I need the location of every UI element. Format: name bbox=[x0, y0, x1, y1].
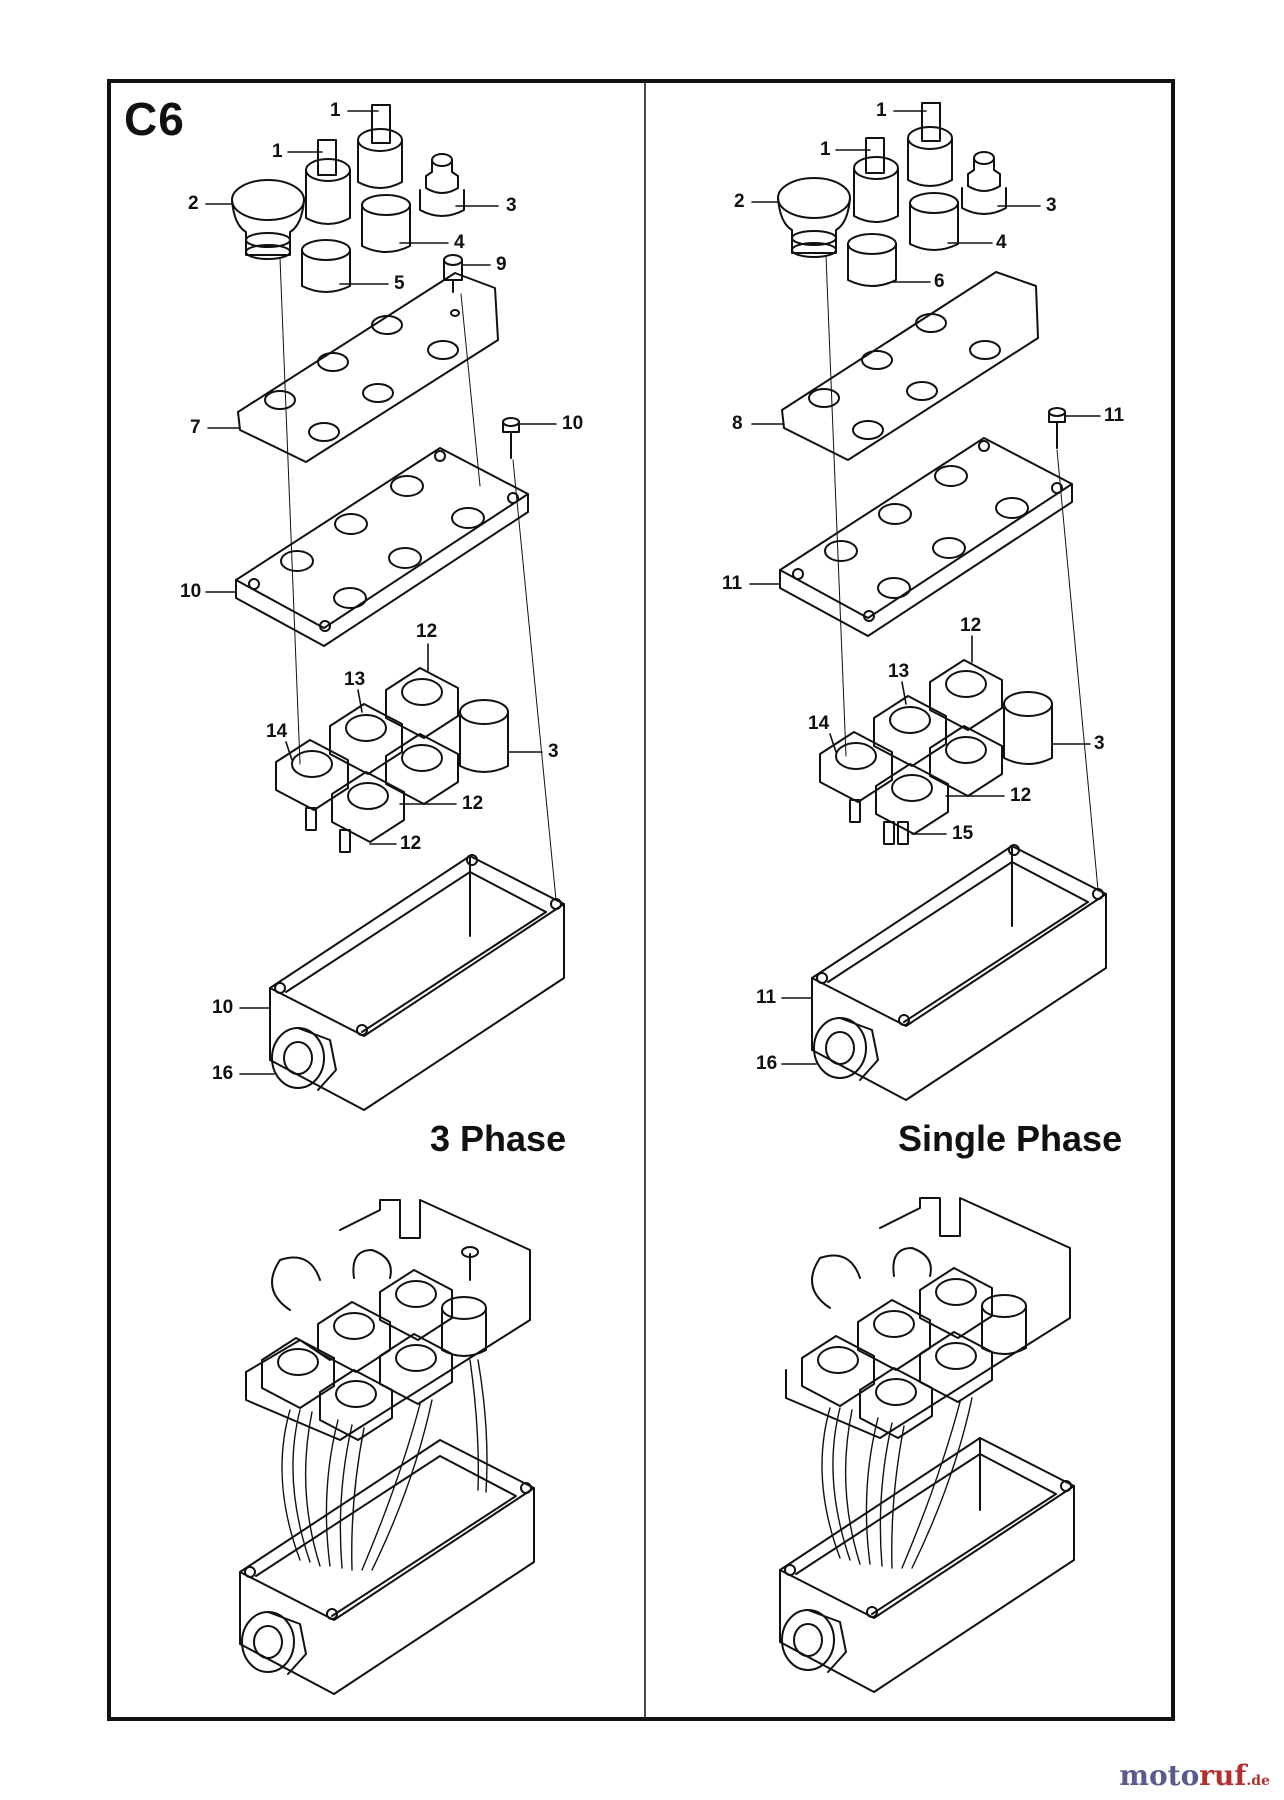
callout-number: 11 bbox=[756, 987, 777, 1008]
enclosure-box bbox=[269, 854, 565, 1111]
three-phase-exploded-view bbox=[231, 104, 565, 1695]
callout-number: 12 bbox=[400, 833, 422, 854]
callout-number: 10 bbox=[180, 581, 202, 602]
contact-block bbox=[275, 739, 349, 831]
contact-block bbox=[331, 771, 405, 853]
cable-gland bbox=[813, 1017, 879, 1081]
watermark-logo: motoruf.de bbox=[1119, 1759, 1270, 1792]
callout-number: 2 bbox=[734, 191, 745, 212]
callout-number: 13 bbox=[344, 669, 366, 690]
selector-switch bbox=[853, 137, 899, 223]
callout-number: 6 bbox=[934, 271, 945, 292]
indicator-lamp bbox=[443, 254, 463, 293]
callout-number: 14 bbox=[266, 721, 288, 742]
callout-number: 1 bbox=[330, 100, 341, 121]
watermark-accent: ruf bbox=[1199, 1759, 1247, 1792]
lamp-holder bbox=[1003, 691, 1053, 765]
selector-switch bbox=[907, 102, 953, 187]
label-plate bbox=[781, 271, 1039, 461]
callout-number: 15 bbox=[952, 823, 974, 844]
leader-lines bbox=[205, 110, 1101, 1075]
push-button bbox=[301, 239, 351, 293]
callout-number: 7 bbox=[190, 417, 201, 438]
enclosure-lid bbox=[235, 447, 529, 647]
callout-number: 16 bbox=[212, 1063, 234, 1084]
pilot-light bbox=[961, 151, 1007, 215]
single-phase-title: Single Phase bbox=[898, 1118, 1123, 1159]
callout-number: 8 bbox=[732, 413, 743, 434]
diagram-frame bbox=[107, 79, 1175, 1721]
callout-number: 13 bbox=[888, 661, 910, 682]
callout-number: 11 bbox=[722, 573, 743, 594]
page-code: C6 bbox=[124, 93, 185, 145]
callout-number: 1 bbox=[820, 139, 831, 160]
callout-number: 14 bbox=[808, 713, 830, 734]
label-plate bbox=[237, 272, 499, 463]
watermark-tld: .de bbox=[1246, 1773, 1270, 1789]
assembly-lines bbox=[825, 255, 1099, 891]
callout-number: 3 bbox=[1094, 733, 1105, 754]
contact-block bbox=[819, 731, 893, 823]
callout-number: 12 bbox=[462, 793, 484, 814]
callout-number: 1 bbox=[876, 100, 887, 121]
enclosure-box bbox=[811, 844, 1107, 1101]
callout-number: 12 bbox=[1010, 785, 1032, 806]
contact-block bbox=[875, 763, 949, 845]
three-phase-title: 3 Phase bbox=[430, 1118, 567, 1159]
single-phase-exploded-view bbox=[777, 102, 1107, 1693]
callout-number: 10 bbox=[212, 997, 234, 1018]
callout-number: 3 bbox=[506, 195, 517, 216]
callout-number: 1 bbox=[272, 141, 283, 162]
selector-switch bbox=[357, 104, 403, 189]
assembly-lines bbox=[279, 257, 557, 901]
callout-number: 4 bbox=[454, 232, 465, 253]
enclosure-lid bbox=[779, 437, 1073, 637]
watermark-name: moto bbox=[1119, 1759, 1200, 1792]
contact-block bbox=[329, 703, 403, 775]
cable-gland bbox=[271, 1027, 337, 1091]
callout-number: 2 bbox=[188, 193, 199, 214]
emergency-stop-button bbox=[777, 177, 851, 258]
callout-number: 9 bbox=[496, 254, 507, 275]
contact-block bbox=[929, 725, 1003, 797]
callout-number: 11 bbox=[1104, 405, 1125, 426]
screw bbox=[1048, 407, 1066, 449]
callout-number: 12 bbox=[960, 615, 982, 636]
callout-number: 12 bbox=[416, 621, 438, 642]
callout-number: 3 bbox=[1046, 195, 1057, 216]
contact-block bbox=[385, 667, 459, 739]
contact-block bbox=[873, 695, 947, 767]
screw bbox=[502, 417, 520, 459]
callout-number: 16 bbox=[756, 1053, 778, 1074]
three-phase-assembled-view bbox=[239, 1199, 535, 1695]
push-button bbox=[361, 194, 411, 253]
push-button bbox=[847, 233, 897, 287]
emergency-stop-button bbox=[231, 179, 305, 260]
contact-block bbox=[385, 733, 459, 805]
single-phase-assembled-view bbox=[779, 1197, 1075, 1693]
callout-number: 10 bbox=[562, 413, 584, 434]
contact-block bbox=[929, 659, 1003, 731]
callout-number: 5 bbox=[394, 273, 405, 294]
pilot-light bbox=[419, 153, 465, 217]
callout-number: 3 bbox=[548, 741, 559, 762]
push-button bbox=[909, 192, 959, 251]
lamp-holder bbox=[459, 699, 509, 773]
callout-number: 4 bbox=[996, 232, 1007, 253]
selector-switch bbox=[305, 139, 351, 225]
